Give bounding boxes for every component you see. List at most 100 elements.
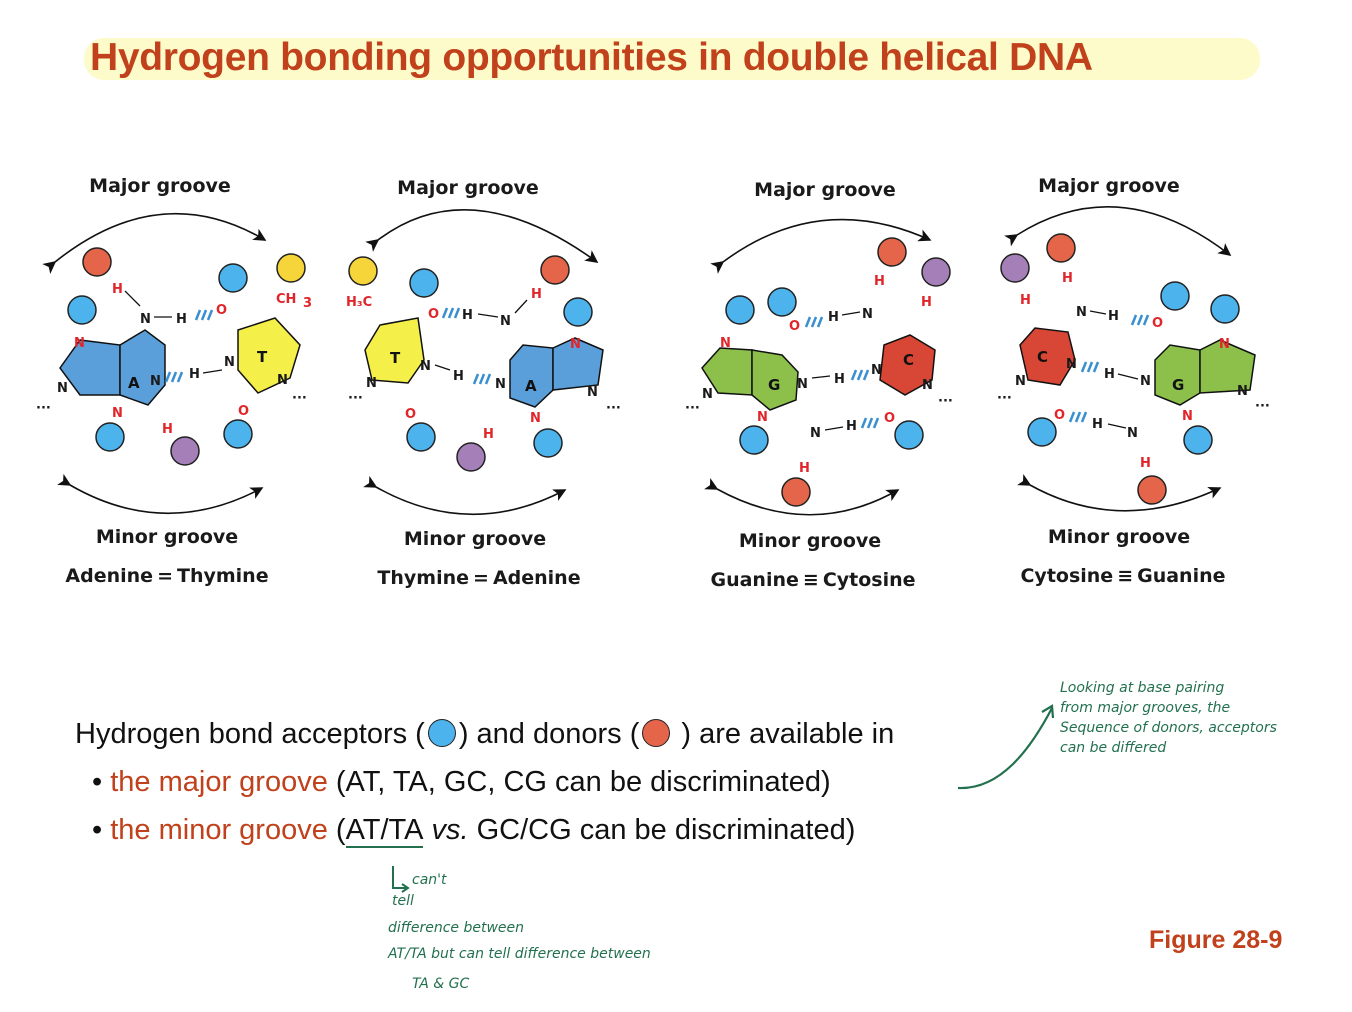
page-title: Hydrogen bonding opportunities in double… [90,36,1093,79]
atom-n: N [757,410,768,425]
atom-o: O [1152,316,1163,331]
donor-circle [1046,233,1076,263]
sentence-part: ) and donors ( [458,718,640,750]
note-line: difference between [388,920,525,936]
minor-groove-detail: GC/CG can be discriminated) [468,814,856,846]
atom-h: H [1140,456,1151,471]
atom-n: N [862,307,873,322]
bullet-icon: • [92,766,103,798]
note-line: AT/TA but can tell difference between [388,946,651,962]
thymine-ring [237,317,301,394]
minor-groove-arrow [363,475,567,516]
panel-cytosine-guanine: Major groove C H H N H N N O ··· O H H N… [997,175,1270,587]
annotation-arrow [957,707,1053,790]
atom-h: H [1092,417,1103,432]
major-groove-arrow [42,212,267,274]
title-highlight [84,38,1260,80]
sentence-part: ) are available in [673,718,895,750]
methyl-subscript: 3 [303,296,312,311]
atom-n: N [495,377,506,392]
major-groove-detail: (AT, TA, GC, CG can be discriminated) [327,766,831,798]
atom-n: N [1076,305,1087,320]
acceptor-circle [406,422,436,452]
minor-groove-label: Minor groove [739,530,881,552]
atom-h: H [799,461,810,476]
note-line: TA & GC [412,976,470,992]
hydrogen-bond [1068,314,1150,423]
underlined-at-ta: AT/TA [345,814,424,848]
atom-o: O [238,404,249,419]
adenine-pyrimidine-ring [119,329,166,406]
acceptor-circle [533,428,563,458]
atom-n: N [1182,409,1193,424]
acceptor-legend-icon [427,719,456,747]
atom-n: N [720,336,731,351]
atom-n: N [810,426,821,441]
atom-n: N [587,385,598,400]
figure-label: Figure 28-9 [1149,926,1283,954]
acceptor-circle [1160,281,1190,311]
atom-n: N [570,337,581,352]
guanine-base-label: G [1172,376,1184,394]
atom-o: O [1054,408,1065,423]
cytosine-base-label: C [1037,348,1048,366]
atom-h: H [162,422,173,437]
atom-o: O [216,303,227,318]
cytosine-base-label: C [903,351,914,369]
acceptor-circle [739,425,769,455]
nonpolar-h-circle [456,442,486,472]
cytosine-ring [1019,327,1076,386]
panel-adenine-thymine: Major groove A N N N N N H H H ··· H T O… [36,175,312,587]
note-line: tell [392,893,414,909]
acceptor-circle [894,420,924,450]
major-groove-arrow [710,218,932,274]
nonpolar-h-circle [170,436,200,466]
panel-guanine-cytosine: Major groove G N N N N O ··· N H H H H N… [685,179,953,591]
acceptor-circle [1027,417,1057,447]
note-line: Sequence of donors, acceptors [1060,720,1277,736]
atom-n: N [112,406,123,421]
atom-n: N [420,359,431,374]
backbone-dots: ··· [606,401,621,416]
atom-h: H [453,369,464,384]
backbone-dots: ··· [685,401,700,416]
atom-n: N [702,387,713,402]
major-groove-label: Major groove [397,177,539,199]
atom-n: N [140,312,151,327]
guanine-base-label: G [768,376,780,394]
atom-n: N [224,355,235,370]
bullet-major-groove: • the major groove (AT, TA, GC, CG can b… [92,766,831,799]
atom-o: O [405,407,416,422]
adenine-imidazole-ring [59,339,121,396]
atom-h: H [834,372,845,387]
bullet-minor-groove: • the minor groove (AT/TA vs. GC/CG can … [92,814,856,848]
minor-groove-label: Minor groove [1048,526,1190,548]
minor-groove-arrow [57,473,264,515]
atom-n: N [500,314,511,329]
methyl-circle [348,256,378,286]
minor-groove-detail: ( [327,814,346,846]
atom-n: N [797,377,808,392]
atom-o: O [789,319,800,334]
atom-h: H [1108,309,1119,324]
methyl-circle [276,253,306,283]
adenine-base-label: A [525,377,537,395]
atom-n: N [277,373,288,388]
nonpolar-h-circle [1000,253,1030,283]
donor-circle [540,255,570,285]
thymine-ring [364,317,425,384]
atom-h: H [462,308,473,323]
major-groove-arrow [365,208,599,263]
pair-name: Guanine≡Cytosine [710,569,915,591]
atom-h: H [483,427,494,442]
bullet-icon: • [92,814,103,846]
hydrogen-bond [441,307,492,385]
adenine-imidazole-ring [552,337,604,391]
backbone-dots: ··· [348,391,363,406]
atom-n: N [74,336,85,351]
atom-h: H [1062,271,1073,286]
atom-o: O [884,411,895,426]
backbone-dots: ··· [36,401,51,416]
minor-groove-label: Minor groove [96,526,238,548]
